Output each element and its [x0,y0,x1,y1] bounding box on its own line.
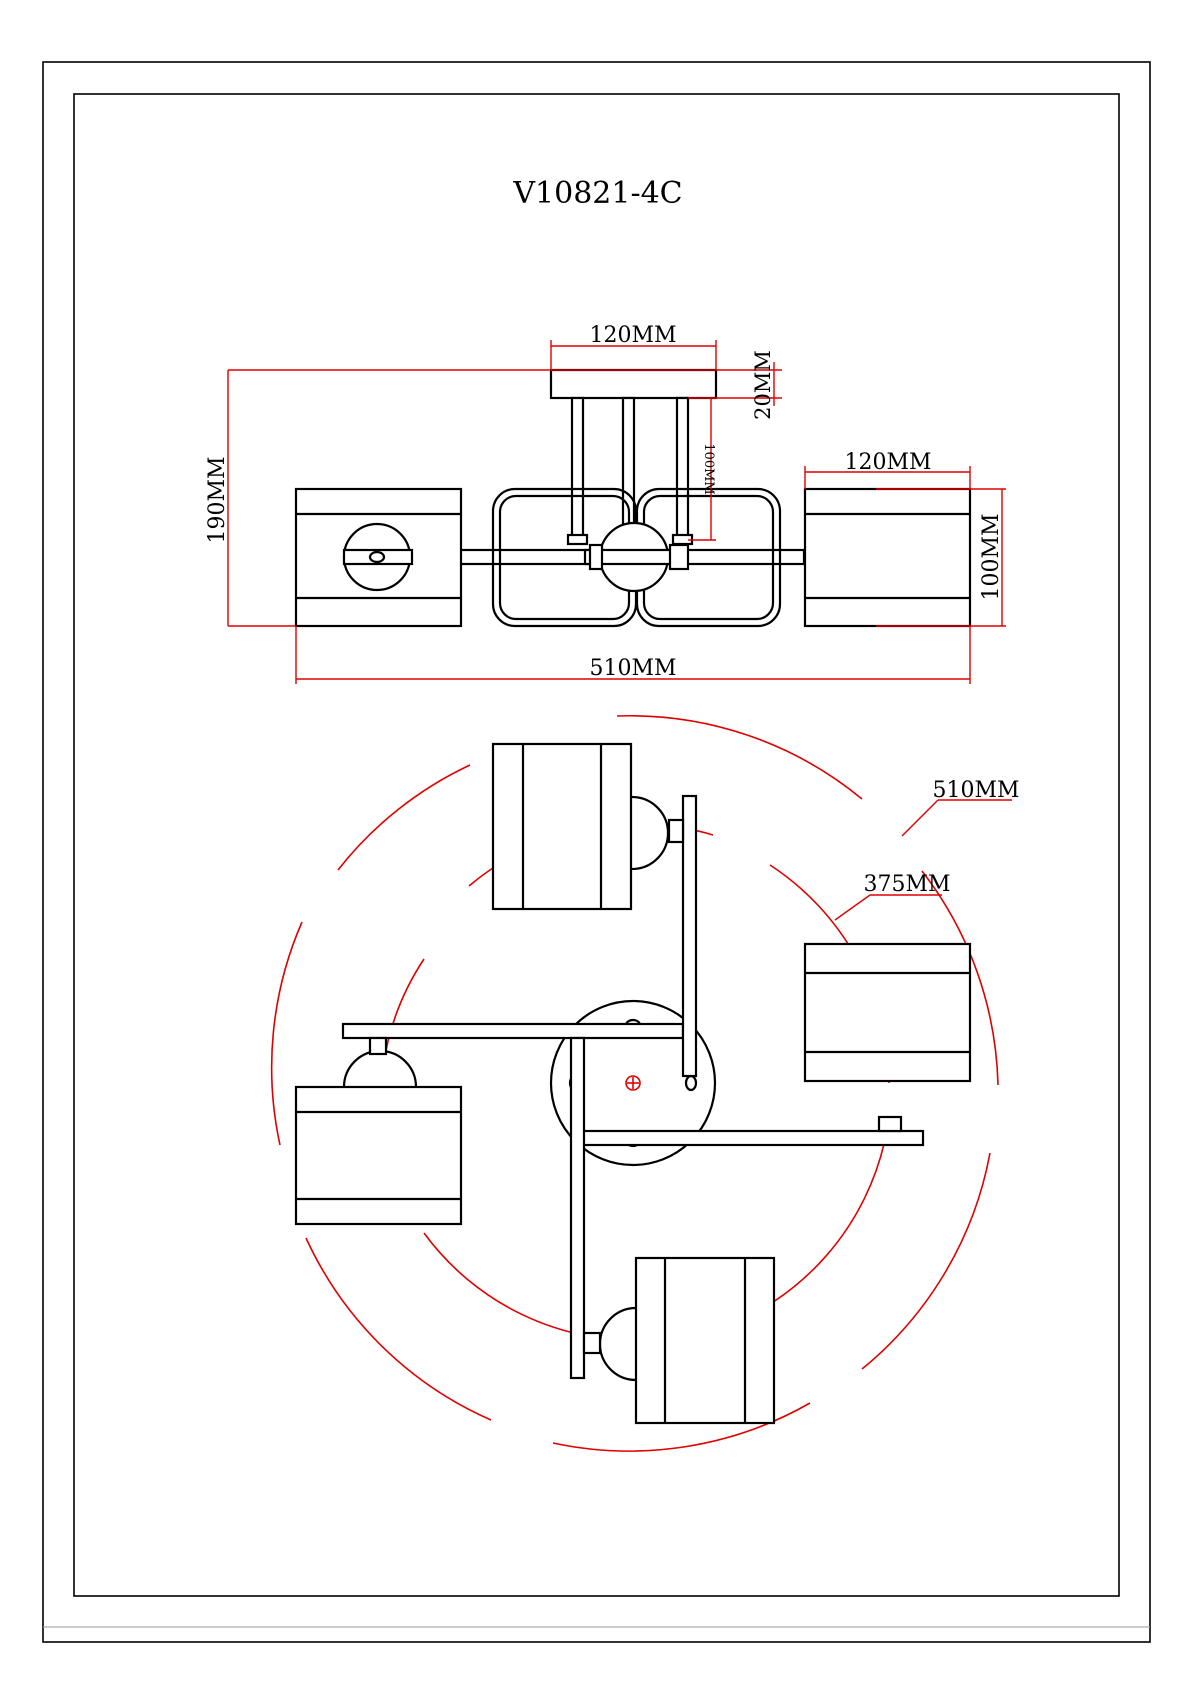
label-inner-diameter: 375MM [863,872,950,897]
bottom-shade [582,1256,776,1425]
inner-frame [73,93,1120,1597]
label-overall-width: 510MM [589,656,676,681]
top-shade [491,742,685,911]
label-canopy-height: 20MM [751,350,775,420]
left-shade-top [294,1036,463,1226]
top-view: 510MM 375MM [270,714,1020,1452]
right-shade-top [803,942,972,1133]
label-rod-length: 100MM [701,443,716,494]
side-dimensions [227,340,1006,684]
left-shade [294,487,463,628]
center-shades [491,487,782,628]
label-canopy-width: 120MM [589,323,676,348]
label-outer-diameter: 510MM [932,778,1019,803]
label-shade-height: 100MM [979,513,1004,600]
right-shade [803,487,972,628]
label-overall-height: 190MM [205,456,230,543]
side-view: 120MM 20MM 100MM 190MM 120MM 100MM 510MM [205,323,1006,684]
canopy-plate [549,368,718,400]
diameter-leaders [834,799,1012,921]
label-shade-width: 120MM [844,450,931,475]
outer-frame [42,61,1151,1643]
model-title: V10821-4C [512,176,682,211]
outer-diameter-arcs [270,714,999,1452]
cross-arms [341,794,925,1380]
